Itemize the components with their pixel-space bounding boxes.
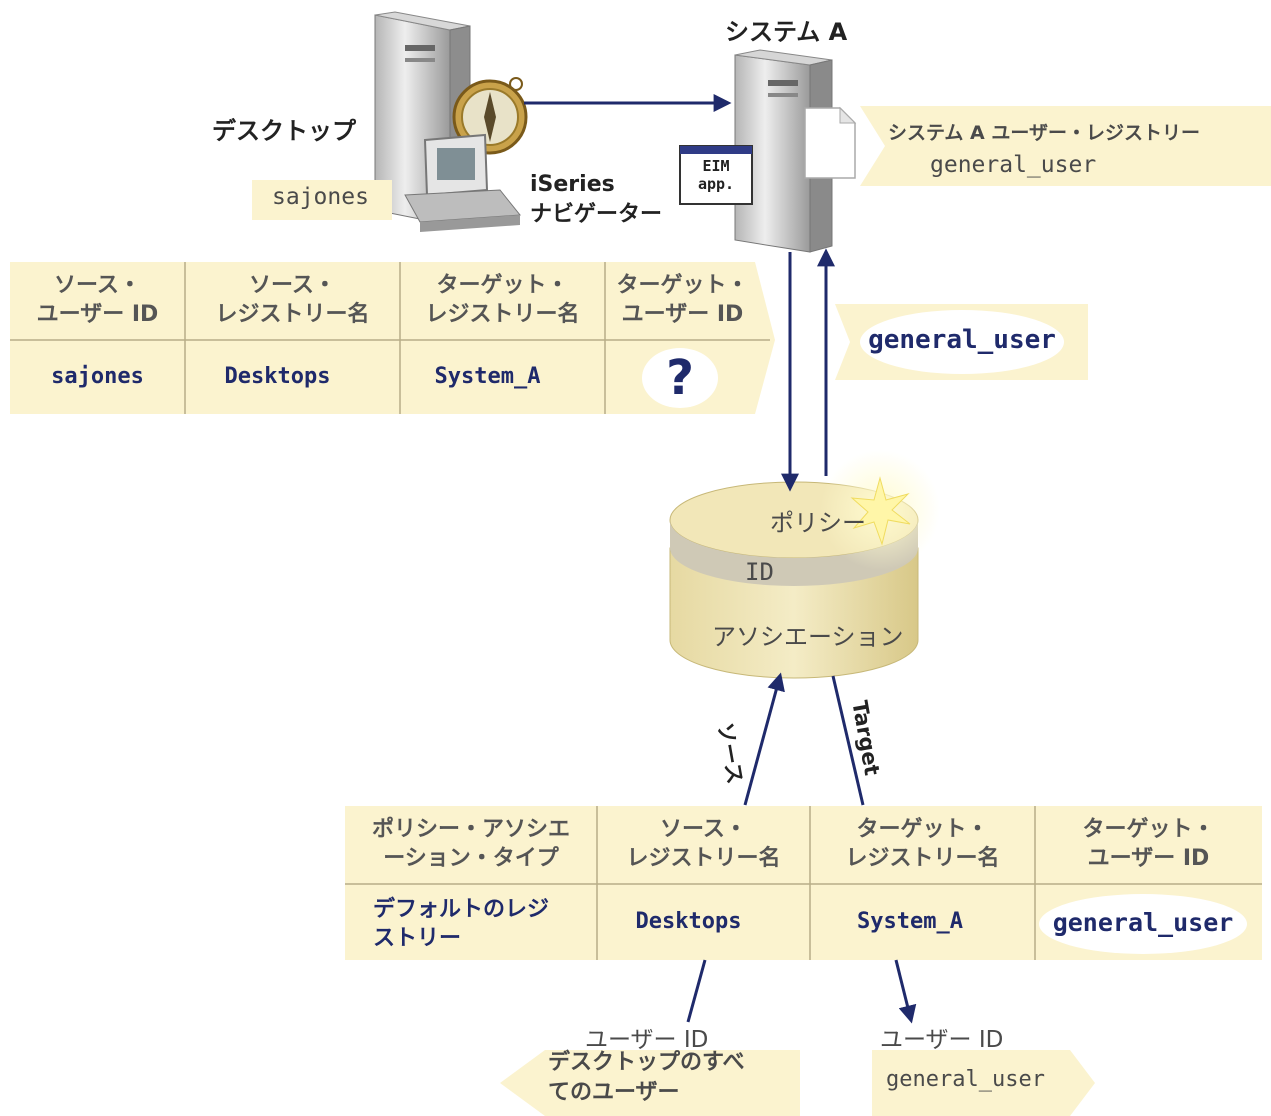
target-line (831, 675, 865, 806)
iseries-navigator-line2: ナビゲーター (530, 202, 663, 227)
bottom-left-label: ユーザー ID (585, 1027, 709, 1053)
eim-app-line2: app. (697, 175, 735, 193)
returned-user-oval (860, 310, 1064, 374)
system-a-registry-label: システム A ユーザー・レジストリー (888, 122, 1200, 144)
registry-document-icon (804, 106, 857, 179)
lookup-header-source-user: ソース・ ユーザー ID (36, 273, 159, 327)
question-oval (642, 348, 718, 408)
desktops-line (686, 959, 707, 1023)
system-a-registry-user: general_user (930, 152, 1097, 178)
eim-app-label: EIM app. (684, 157, 748, 193)
policy-header-target-user: ターゲット・ ユーザー ID (1082, 817, 1215, 871)
policy-value-source-registry: Desktops (635, 908, 742, 934)
returned-user: general_user (868, 325, 1056, 355)
policy-value-type: デフォルトのレジ ストリー (373, 897, 550, 951)
desktop-label: デスクトップ (212, 117, 356, 145)
pc-icon (404, 133, 521, 232)
policy-table-grid (345, 806, 1262, 960)
iseries-navigator-line1: iSeries (530, 172, 615, 197)
bottom-right-label: ユーザー ID (880, 1027, 1004, 1053)
lookup-value-target-registry: System_A (434, 363, 541, 389)
db-id-label: ID (745, 558, 774, 586)
flow-arrows (524, 94, 917, 1024)
lookup-value-source-registry: Desktops (224, 363, 331, 389)
desktop-user: sajones (272, 184, 369, 210)
eim-app-window (679, 145, 753, 205)
system-a-title: システム A (725, 18, 848, 46)
banners (10, 106, 1271, 1116)
lookup-header-target-user: ターゲット・ ユーザー ID (616, 273, 749, 327)
lookup-header-target-registry: ターゲット・ レジストリー名 (425, 273, 580, 327)
lookup-value-source-user: sajones (51, 363, 144, 389)
lookup-table-grid (10, 262, 770, 414)
policy-header-source-registry: ソース・ レジストリー名 (626, 817, 781, 871)
bottom-right-value: general_user (886, 1067, 1045, 1092)
db-policy-label: ポリシー (770, 509, 866, 537)
compass-icon (452, 77, 528, 155)
policy-value-target-user: general_user (1052, 907, 1234, 937)
policy-value-target-registry: System_A (857, 908, 963, 934)
eim-app-line1: EIM (702, 157, 730, 175)
iseries-navigator-label: iSeries ナビゲーター (530, 170, 662, 230)
policy-header-type: ポリシー・アソシエ ーション・タイプ (371, 817, 570, 871)
bottom-left-value: デスクトップのすべ てのユーザー (548, 1050, 745, 1105)
output-arrow (894, 959, 917, 1024)
lookup-header-source-registry: ソース・ レジストリー名 (215, 273, 370, 327)
source-arrow (743, 672, 785, 806)
star-glow-icon (820, 450, 940, 570)
lookup-value-target-user: ? (666, 349, 694, 406)
policy-header-target-registry: ターゲット・ レジストリー名 (845, 817, 1000, 871)
db-association-label: アソシエーション (712, 623, 904, 651)
general-user-oval (1039, 894, 1247, 954)
